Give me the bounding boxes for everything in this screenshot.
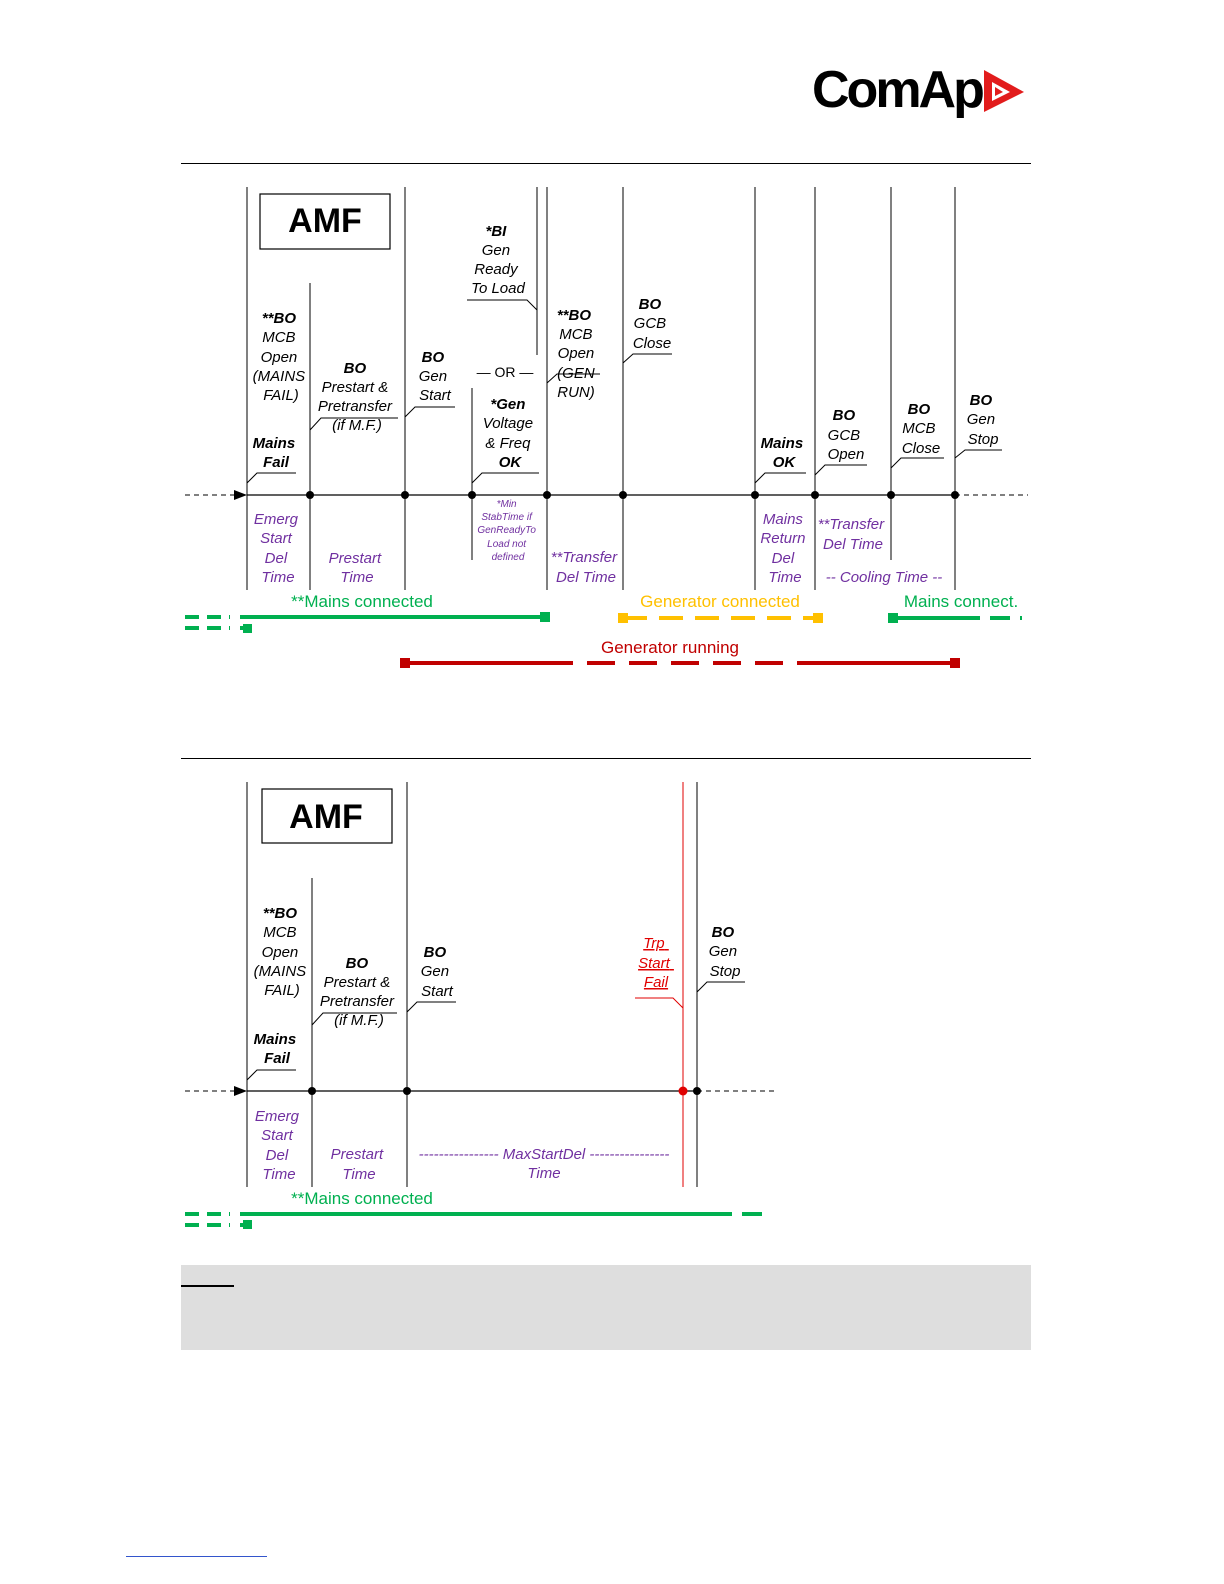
amf-box-2: [261, 788, 393, 844]
leader-lines-2: [246, 981, 745, 1081]
timer-prestart: Prestart Time: [329, 550, 386, 586]
label-or: — OR —: [477, 364, 534, 380]
bar-label-mains-connected: **Mains connected: [291, 592, 433, 611]
label-gen-voltage-freq-ok: *Gen Voltage & Freq OK: [483, 396, 538, 471]
label-mcb-open-gen-run: **BO MCB Open (GEN RUN): [557, 307, 599, 401]
note-box: [181, 1265, 1031, 1350]
bar-label-mains-connected-2: **Mains connected: [291, 1189, 433, 1208]
timeline-arrow-icon: [234, 490, 247, 500]
label-gcb-close: BO GCB Close: [633, 296, 671, 352]
logo-text: ComAp: [812, 61, 985, 119]
label-prestart-2: BO Prestart & Pretransfer (if M.F.): [320, 955, 398, 1029]
label-gen-stop-2: BO Gen Stop: [709, 924, 742, 980]
bar-label-generator-running: Generator running: [601, 638, 739, 657]
footer-link-underline[interactable]: [126, 1556, 267, 1557]
label-gen-ready-to-load: *BI Gen Ready To Load: [471, 223, 525, 297]
label-gen-stop: BO Gen Stop: [967, 392, 1000, 448]
label-mcb-open-mains-fail-2: **BO MCB Open (MAINS FAIL): [254, 905, 311, 999]
note-label-underline: [181, 1265, 234, 1287]
amf-title-2: AMF: [289, 798, 363, 836]
leader-lines: [246, 299, 1002, 484]
timer-prestart-2: Prestart Time: [331, 1146, 388, 1183]
timer-labels-2: Emerg Start Del Time Prestart Time -----…: [255, 1108, 670, 1183]
label-gen-start: BO Gen Start: [419, 349, 452, 404]
timer-transfer-del-2: **Transfer Del Time: [818, 516, 889, 553]
timer-mains-return-del: Mains Return Del Time: [760, 511, 809, 586]
amf-sequence-diagram-normal: AMF **BO: [185, 187, 1028, 668]
label-trip-start-fail: Trp Start Fail: [638, 935, 674, 991]
comap-logo: ComAp: [812, 60, 1032, 120]
timer-max-start-del-time: Time: [527, 1165, 560, 1182]
label-mcb-close: BO MCB Close: [902, 401, 940, 457]
timeline-arrow-icon-2: [234, 1086, 247, 1096]
bar-label-mains-connect: Mains connect.: [904, 592, 1018, 611]
label-prestart: BO Prestart & Pretransfer (if M.F.): [318, 360, 396, 434]
label-mains-fail: Mains Fail: [253, 435, 300, 471]
separator-top: [181, 163, 1031, 164]
status-bars-2: **Mains connected: [185, 1189, 770, 1229]
amf-box: [259, 193, 391, 250]
timeline-verticals: [246, 187, 956, 590]
timer-transfer-del-1: **Transfer Del Time: [551, 549, 622, 586]
timer-emerg-start-del: Emerg Start Del Time: [254, 511, 302, 586]
label-gen-start-2: BO Gen Start: [421, 944, 454, 1000]
timeline-dots: [306, 491, 959, 499]
timer-labels: Emerg Start Del Time Prestart Time *Min …: [254, 499, 942, 586]
timer-min-stab: *Min StabTime if GenReadyTo Load not def…: [477, 499, 538, 563]
label-gcb-open: BO GCB Open: [828, 407, 865, 463]
bar-label-generator-connected: Generator connected: [640, 592, 800, 611]
timeline-verticals-2: [246, 782, 698, 1187]
timer-cooling: -- Cooling Time --: [826, 569, 943, 586]
label-mains-fail-2: Mains Fail: [254, 1031, 301, 1067]
label-mains-ok: Mains OK: [761, 435, 808, 471]
amf-sequence-diagram-start-fail: AMF **BO MCB Open (MAINS FAIL) Mains Fai…: [185, 782, 775, 1229]
timer-max-start-del: ---------------- MaxStartDel -----------…: [419, 1146, 670, 1163]
label-mcb-open-mains-fail: **BO MCB Open (MAINS FAIL): [253, 310, 310, 404]
trip-dot: [678, 1086, 688, 1096]
separator-middle: [181, 758, 1031, 759]
status-bars: **Mains connected Generator connected Ma…: [185, 592, 1022, 668]
amf-title: AMF: [288, 202, 362, 240]
timer-emerg-start-del-2: Emerg Start Del Time: [255, 1108, 303, 1183]
logo-arrow-icon: [984, 70, 1024, 112]
